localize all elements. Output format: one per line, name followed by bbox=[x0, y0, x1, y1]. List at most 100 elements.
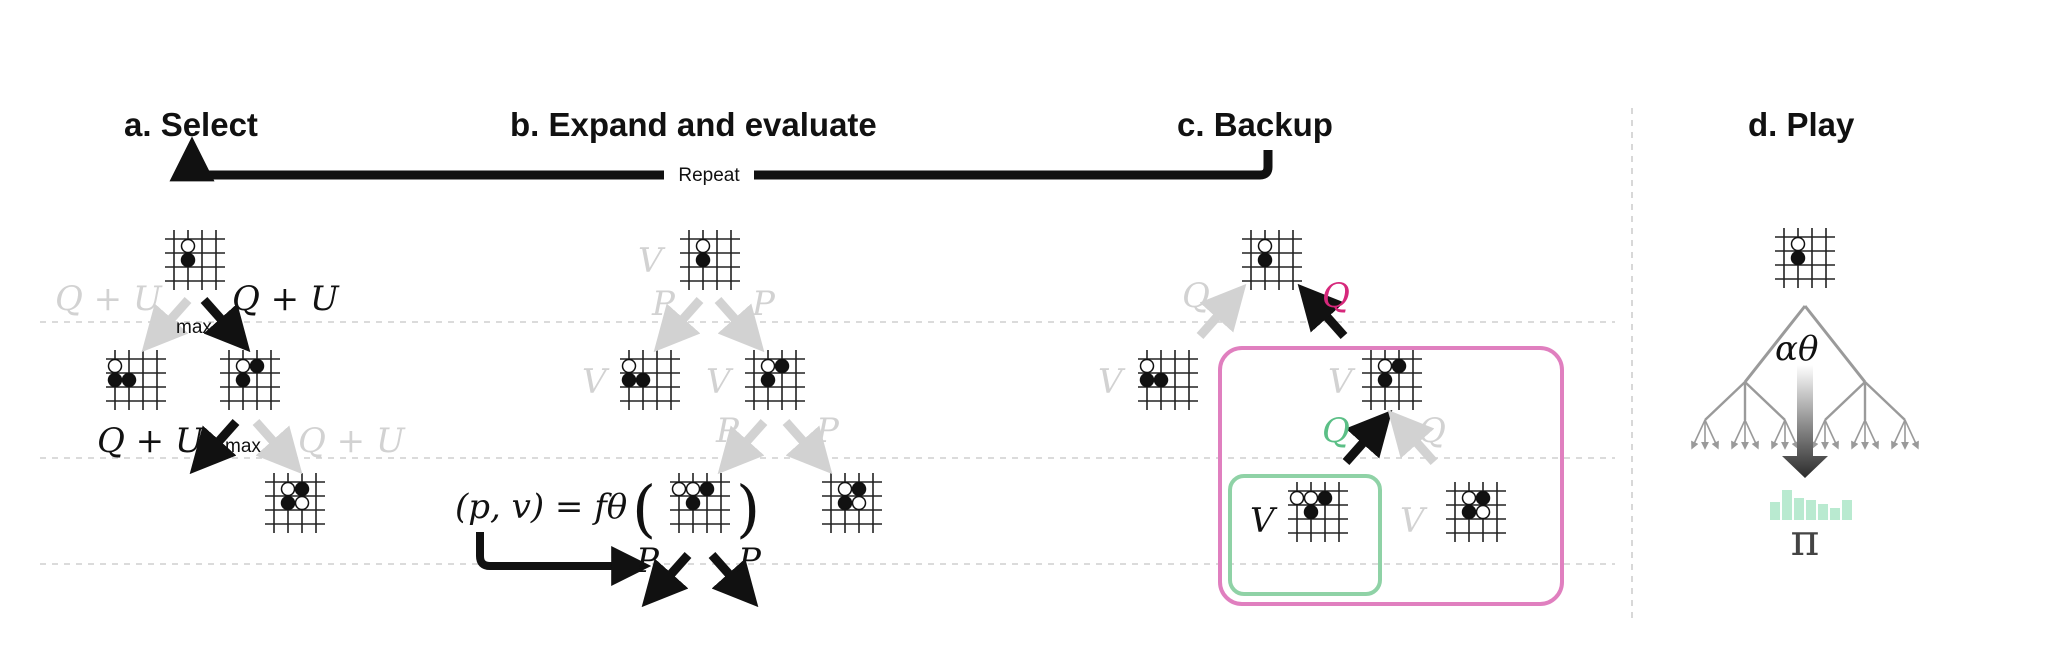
max-label: max bbox=[176, 317, 212, 338]
v-label: V bbox=[1250, 501, 1278, 541]
black-stone bbox=[851, 481, 867, 497]
black-stone bbox=[1377, 372, 1393, 388]
q-label: Q bbox=[1322, 276, 1350, 316]
p-label: P bbox=[715, 411, 740, 451]
white-stone bbox=[1289, 490, 1305, 506]
white-stone bbox=[851, 495, 867, 511]
go-board-icon bbox=[1775, 228, 1835, 288]
expand-panel: V P P V V P P (p, v) = fθ ( ) P P bbox=[455, 230, 882, 608]
tree-branch bbox=[1864, 419, 1879, 450]
expand-edge-arrow bbox=[708, 552, 759, 608]
white-stone bbox=[1461, 490, 1477, 506]
prior-arrow bbox=[476, 532, 652, 586]
backup-panel: Q Q V V Q Q V V bbox=[1098, 230, 1564, 606]
v-label: V bbox=[1098, 362, 1126, 402]
black-stone bbox=[1317, 490, 1333, 506]
white-stone bbox=[1790, 236, 1806, 252]
go-board-icon bbox=[106, 350, 166, 410]
edge-arrow bbox=[252, 419, 303, 475]
backup-edge-arrow bbox=[1342, 409, 1393, 465]
select-header: a. Select bbox=[124, 106, 258, 143]
go-board-icon bbox=[680, 230, 740, 290]
go-board-icon bbox=[620, 350, 680, 410]
max-label: max bbox=[225, 436, 261, 457]
go-board-icon bbox=[670, 473, 730, 533]
go-board-icon bbox=[1446, 482, 1506, 542]
tree-branch bbox=[1851, 419, 1866, 450]
black-stone bbox=[107, 372, 123, 388]
q-label: Q bbox=[1182, 276, 1210, 316]
backup-edge-arrow bbox=[1387, 409, 1438, 465]
tree-branch bbox=[1864, 381, 1906, 421]
black-stone bbox=[1303, 504, 1319, 520]
play-panel: αθ π bbox=[1691, 228, 1919, 566]
pi-label: π bbox=[1791, 515, 1820, 566]
select-panel: Q + U Q + U max Q + U max Q + U bbox=[55, 230, 406, 533]
white-stone bbox=[1139, 358, 1155, 374]
tree-branch bbox=[1744, 419, 1759, 450]
go-board-icon bbox=[1138, 350, 1198, 410]
v-label: V bbox=[638, 241, 666, 281]
go-board-icon bbox=[1288, 482, 1348, 542]
tree-branch bbox=[1704, 381, 1746, 421]
network-formula: (p, v) = fθ bbox=[455, 487, 627, 527]
p-label: P bbox=[737, 541, 762, 581]
policy-bar bbox=[1770, 502, 1780, 520]
p-label: P bbox=[651, 284, 676, 324]
p-label: P bbox=[815, 411, 840, 451]
white-stone bbox=[760, 358, 776, 374]
v-label: V bbox=[1400, 501, 1428, 541]
go-board-icon bbox=[220, 350, 280, 410]
selected-edge-arrow bbox=[200, 297, 251, 353]
black-stone bbox=[249, 358, 265, 374]
black-stone bbox=[699, 481, 715, 497]
black-stone bbox=[774, 358, 790, 374]
alpha-arrow bbox=[1782, 365, 1828, 478]
q-plus-u-label: Q + U bbox=[298, 421, 406, 461]
white-stone bbox=[280, 481, 296, 497]
black-stone bbox=[621, 372, 637, 388]
q-plus-u-label: Q + U bbox=[97, 421, 205, 461]
tree-branch bbox=[1744, 381, 1786, 421]
white-stone bbox=[1475, 504, 1491, 520]
white-stone bbox=[294, 495, 310, 511]
play-header: d. Play bbox=[1748, 106, 1855, 143]
selected-edge-arrow bbox=[189, 419, 240, 475]
white-stone bbox=[1257, 238, 1273, 254]
tree-branch bbox=[1824, 381, 1866, 421]
left-paren: ( bbox=[632, 472, 656, 545]
q-plus-u-label: Q + U bbox=[55, 279, 163, 319]
q-label: Q bbox=[1322, 411, 1350, 451]
black-stone bbox=[1391, 358, 1407, 374]
policy-bar bbox=[1806, 500, 1816, 520]
black-stone bbox=[1475, 490, 1491, 506]
backup-edge-arrow bbox=[1297, 283, 1348, 339]
go-board-icon bbox=[165, 230, 225, 290]
black-stone bbox=[1139, 372, 1155, 388]
black-stone bbox=[1790, 250, 1806, 266]
tree-branch bbox=[1704, 419, 1719, 450]
black-stone bbox=[760, 372, 776, 388]
tree-branch bbox=[1904, 419, 1919, 450]
edge-arrow bbox=[141, 297, 192, 353]
policy-bar bbox=[1818, 504, 1828, 520]
tree-branch bbox=[1731, 419, 1746, 450]
black-stone bbox=[695, 252, 711, 268]
white-stone bbox=[685, 481, 701, 497]
leaf-green-box bbox=[1228, 474, 1382, 596]
tree-branch bbox=[1824, 419, 1839, 450]
black-stone bbox=[837, 495, 853, 511]
edge-arrow bbox=[782, 419, 833, 475]
go-board-icon bbox=[1362, 350, 1422, 410]
v-label: V bbox=[582, 362, 610, 402]
edge-arrow bbox=[717, 419, 768, 475]
black-stone bbox=[280, 495, 296, 511]
white-stone bbox=[837, 481, 853, 497]
search-tree bbox=[1691, 305, 1919, 450]
right-paren: ) bbox=[736, 472, 760, 545]
edge-arrow bbox=[714, 297, 765, 353]
tree-branch bbox=[1803, 305, 1867, 383]
expand-edge-arrow bbox=[641, 552, 692, 608]
black-stone bbox=[1461, 504, 1477, 520]
